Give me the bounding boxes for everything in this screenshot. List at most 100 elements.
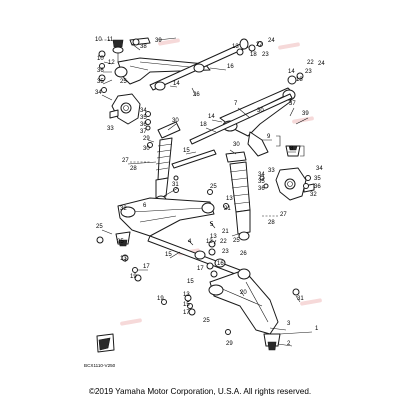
callout-label: 18 <box>296 77 303 83</box>
callout-label: 25 <box>210 184 217 190</box>
callout-label: 4 <box>188 239 192 245</box>
callout-label: 29 <box>143 136 150 142</box>
callout-label: 18 <box>250 52 257 58</box>
callout-label: 16 <box>227 64 234 70</box>
callout-label: 24 <box>268 38 275 44</box>
middle-link-bolt <box>171 149 217 169</box>
callout-label: 36 <box>140 122 147 128</box>
callout-label: 35 <box>97 79 104 85</box>
callout-label: 29 <box>226 341 233 347</box>
callout-label: 9 <box>267 134 271 140</box>
callout-label: 34 <box>316 166 323 172</box>
callout-label: 6 <box>143 203 147 209</box>
callout-label: 34 <box>258 172 265 178</box>
front-suspension-exploded-diagram: 1011383910123635342533343536373029302728… <box>84 37 325 368</box>
callout-label: 15 <box>183 148 190 154</box>
callout-label: 37 <box>140 129 147 135</box>
callout-label: 26 <box>240 251 247 257</box>
tie-rod-end-top <box>129 37 151 46</box>
callout-label: 12 <box>108 60 115 66</box>
callout-label: 23 <box>262 52 269 58</box>
callout-label: 13 <box>226 196 233 202</box>
callout-label: 19 <box>130 274 137 280</box>
callout-label: 15 <box>165 252 172 258</box>
callout-label: 35 <box>258 179 265 185</box>
callout-label: 32 <box>310 192 317 198</box>
direction-arrow-badge <box>96 333 115 353</box>
lower-arm-left <box>115 197 215 247</box>
callout-label: 16 <box>217 261 224 267</box>
callout-label: 14 <box>208 114 215 120</box>
callout-label: 18 <box>200 122 207 128</box>
ball-joint-right <box>285 145 301 157</box>
callout-label: 36 <box>258 186 265 192</box>
callout-label: 35 <box>314 176 321 182</box>
callout-label: 33 <box>268 168 275 174</box>
callout-label: 30 <box>233 142 240 148</box>
callout-label: 3 <box>287 321 291 327</box>
callout-label: 35 <box>140 115 147 121</box>
callout-label: 13 <box>183 292 190 298</box>
callout-label: 36 <box>97 68 104 74</box>
callout-label: 27 <box>280 212 287 218</box>
callout-label: 30 <box>257 108 264 114</box>
callout-label: 19 <box>157 296 164 302</box>
diagram-code: BCX1110-V250 <box>84 363 116 368</box>
callout-label: 30 <box>143 146 150 152</box>
callout-label: 11 <box>107 37 114 43</box>
callout-label: 23 <box>222 249 229 255</box>
callout-label: 34 <box>95 90 102 96</box>
callout-label: 10 <box>97 56 104 62</box>
leader-lines <box>101 37 313 347</box>
callout-label: 34 <box>140 108 147 114</box>
callout-label: 8 <box>290 146 294 152</box>
bracket-marks <box>276 135 305 157</box>
callout-label: 22 <box>256 42 263 48</box>
callout-label: 23 <box>305 69 312 75</box>
callout-label: 36 <box>314 184 321 190</box>
shock-absorber-left <box>130 121 181 205</box>
callout-label: 15 <box>183 302 190 308</box>
callout-label: 25 <box>96 224 103 230</box>
callout-label: 1 <box>315 326 319 332</box>
callout-label: 28 <box>130 166 137 172</box>
callout-label: 21 <box>222 229 229 235</box>
callout-label: 17 <box>143 264 150 270</box>
callout-label: 25 <box>203 318 210 324</box>
callout-label: 24 <box>318 61 325 67</box>
callout-label: 17 <box>197 266 204 272</box>
callout-label: 22 <box>307 60 314 66</box>
callout-label: 17 <box>183 310 190 316</box>
callout-label: 32 <box>120 206 127 212</box>
lower-arm-right <box>208 268 281 351</box>
copyright-notice: ©2019 Yamaha Motor Corporation, U.S.A. A… <box>88 387 312 396</box>
callout-label: 5 <box>210 222 214 228</box>
callout-label: 15 <box>187 279 194 285</box>
callout-label: 33 <box>107 126 114 132</box>
callout-label: 25 <box>117 239 124 245</box>
callout-label: 21 <box>224 206 231 212</box>
callout-label: 22 <box>220 239 227 245</box>
knuckle-right <box>275 167 315 201</box>
callout-label: 10 <box>95 37 102 43</box>
callout-label: 14 <box>288 69 295 75</box>
upper-arm-left <box>114 57 211 85</box>
callout-label: 14 <box>173 81 180 87</box>
callout-label: 25 <box>120 79 127 85</box>
callout-label: 37 <box>289 101 296 107</box>
callout-label: 20 <box>240 290 247 296</box>
callout-label: 2 <box>287 341 291 347</box>
callout-label: 13 <box>210 234 217 240</box>
hardware-small-parts <box>96 41 311 335</box>
callout-label: 13 <box>206 239 213 245</box>
knuckle-left <box>109 93 141 125</box>
upper-long-bolt <box>149 38 249 91</box>
callout-label: 39 <box>155 38 162 44</box>
callout-label: 13 <box>120 256 127 262</box>
callout-label: 25 <box>233 238 240 244</box>
callout-label: 26 <box>193 92 200 98</box>
callout-label: 38 <box>140 44 147 50</box>
callout-label: 31 <box>297 296 304 302</box>
callout-label: 7 <box>234 101 238 107</box>
callout-label: 27 <box>122 158 129 164</box>
